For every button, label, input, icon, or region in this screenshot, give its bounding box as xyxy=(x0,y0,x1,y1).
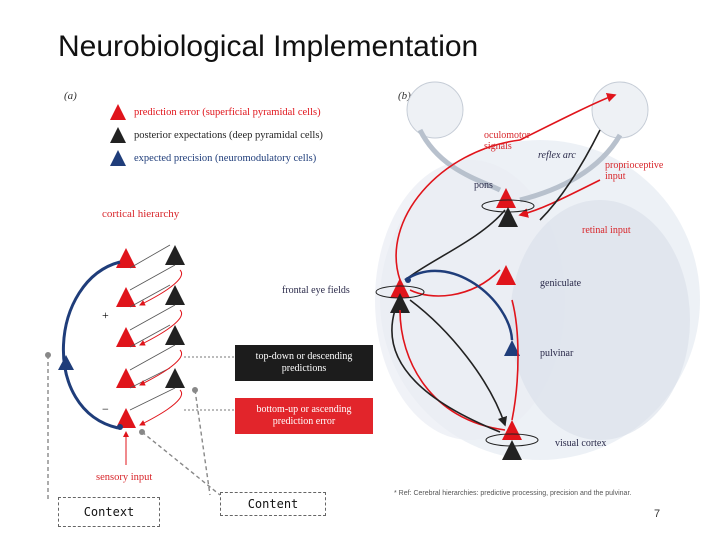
legend-label: prediction error (superficial pyramidal … xyxy=(134,106,321,118)
bottom-up-error-box: bottom-up or ascending prediction error xyxy=(235,398,373,434)
geniculate-label: geniculate xyxy=(540,278,582,289)
minus-sign: − xyxy=(102,402,109,416)
red-triangle-icon xyxy=(110,104,126,120)
legend-label: posterior expectations (deep pyramidal c… xyxy=(134,129,323,141)
legend-item-prediction-error: prediction error (superficial pyramidal … xyxy=(110,104,321,120)
top-down-predictions-box: top-down or descending predictions xyxy=(235,345,373,381)
proprioceptive-label: proprioceptive input xyxy=(605,160,664,182)
legend-item-expected-precision: expected precision (neuromodulatory cell… xyxy=(110,150,316,166)
black-triangle-icon xyxy=(110,127,126,143)
cortical-hierarchy-label: cortical hierarchy xyxy=(102,208,180,220)
frontal-eye-fields-label: frontal eye fields xyxy=(282,285,350,296)
reference-note: * Ref: Cerebral hierarchies: predictive … xyxy=(394,490,632,497)
plus-sign: + xyxy=(102,308,109,322)
pulvinar-label: pulvinar xyxy=(540,348,574,359)
visual-cortex-label: visual cortex xyxy=(555,438,607,449)
page-number: 7 xyxy=(654,508,661,520)
content-box: Content xyxy=(220,492,326,516)
retinal-input-label: retinal input xyxy=(582,225,631,236)
oculomotor-label: oculomotor signals xyxy=(484,130,531,152)
brain-pathways xyxy=(375,92,617,460)
blue-triangle-icon xyxy=(110,150,126,166)
slide-title: Neurobiological Implementation xyxy=(58,30,479,63)
context-connectors xyxy=(47,355,221,500)
cortical-hierarchy xyxy=(58,244,234,465)
legend-item-posterior-expectations: posterior expectations (deep pyramidal c… xyxy=(110,127,323,143)
context-box: Context xyxy=(58,497,160,527)
reflex-arc-label: reflex arc xyxy=(538,150,576,161)
legend-label: expected precision (neuromodulatory cell… xyxy=(134,152,317,164)
panel-b-label: (b) xyxy=(398,90,411,102)
panel-a-label: (a) xyxy=(64,90,77,102)
sensory-input-label: sensory input xyxy=(96,472,153,483)
pons-label: pons xyxy=(474,180,493,191)
